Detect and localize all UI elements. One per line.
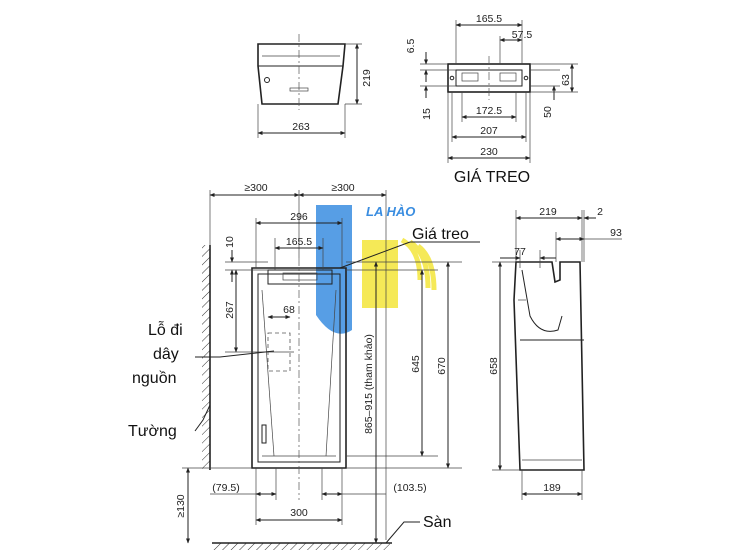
front-dim-267: 267 [224,301,236,319]
bracket-dim-165-5: 165.5 [476,13,502,25]
front-dim-296: 296 [290,211,308,223]
floor-hatch [212,543,390,550]
front-dim-10: 10 [224,236,236,248]
logo-blue-arc [316,277,352,334]
bracket-dim-172-5: 172.5 [476,105,502,117]
watermark-logo: LA HÀO [316,204,437,334]
bracket-detail: 165.5 57.5 6.5 15 63 50 172.5 207 [405,13,578,186]
label-hole-line-2: dây [153,346,179,363]
bracket-dim-230: 230 [480,146,498,158]
front-dim-165-5: 165.5 [286,236,312,248]
side-view: 219 2 93 77 658 189 [488,206,622,500]
front-view: ≥300 ≥300 296 165.5 10 267 68 645 [128,182,480,550]
front-dim-103-5: (103.5) [393,482,426,494]
bracket-dim-15: 15 [421,108,433,120]
logo-yellow-block [362,240,398,308]
bracket-dim-207: 207 [480,125,498,137]
front-dim-645: 645 [410,355,422,373]
logo-yellow-stripes [400,237,437,291]
side-dim-2: 2 [597,206,603,218]
bracket-dim-57-5: 57.5 [512,29,533,41]
label-hole-line-1: Lỗ đi [148,320,183,339]
front-dim-range: 865–915 (tham khảo) [363,334,375,434]
front-dim-floor: ≥130 [175,494,187,517]
bracket-title: GIÁ TREO [454,167,530,186]
side-dim-77: 77 [514,246,526,258]
bracket-dim-6-5: 6.5 [405,39,417,54]
side-dim-93: 93 [610,227,622,239]
label-floor: Sàn [423,514,451,531]
side-dim-219: 219 [539,206,557,218]
bracket-dim-50: 50 [542,106,554,118]
front-dim-68: 68 [283,304,295,316]
front-dim-right-clear: ≥300 [331,182,354,194]
front-dim-left-clear: ≥300 [244,182,267,194]
front-dim-300: 300 [290,507,308,519]
side-dim-189: 189 [543,482,561,494]
logo-blue-bar [316,205,352,277]
side-dim-658: 658 [488,357,500,375]
top-view: 219 263 [257,34,373,138]
top-dim-width: 263 [292,121,310,133]
logo-text: LA HÀO [366,204,415,219]
front-dim-670: 670 [436,357,448,375]
front-dim-79-5: (79.5) [212,482,239,494]
top-dim-height: 219 [361,69,373,87]
label-bracket: Giá treo [412,226,469,243]
label-hole-line-3: nguồn [132,370,177,387]
bracket-dim-63: 63 [560,74,572,86]
label-wall: Tường [128,423,177,440]
